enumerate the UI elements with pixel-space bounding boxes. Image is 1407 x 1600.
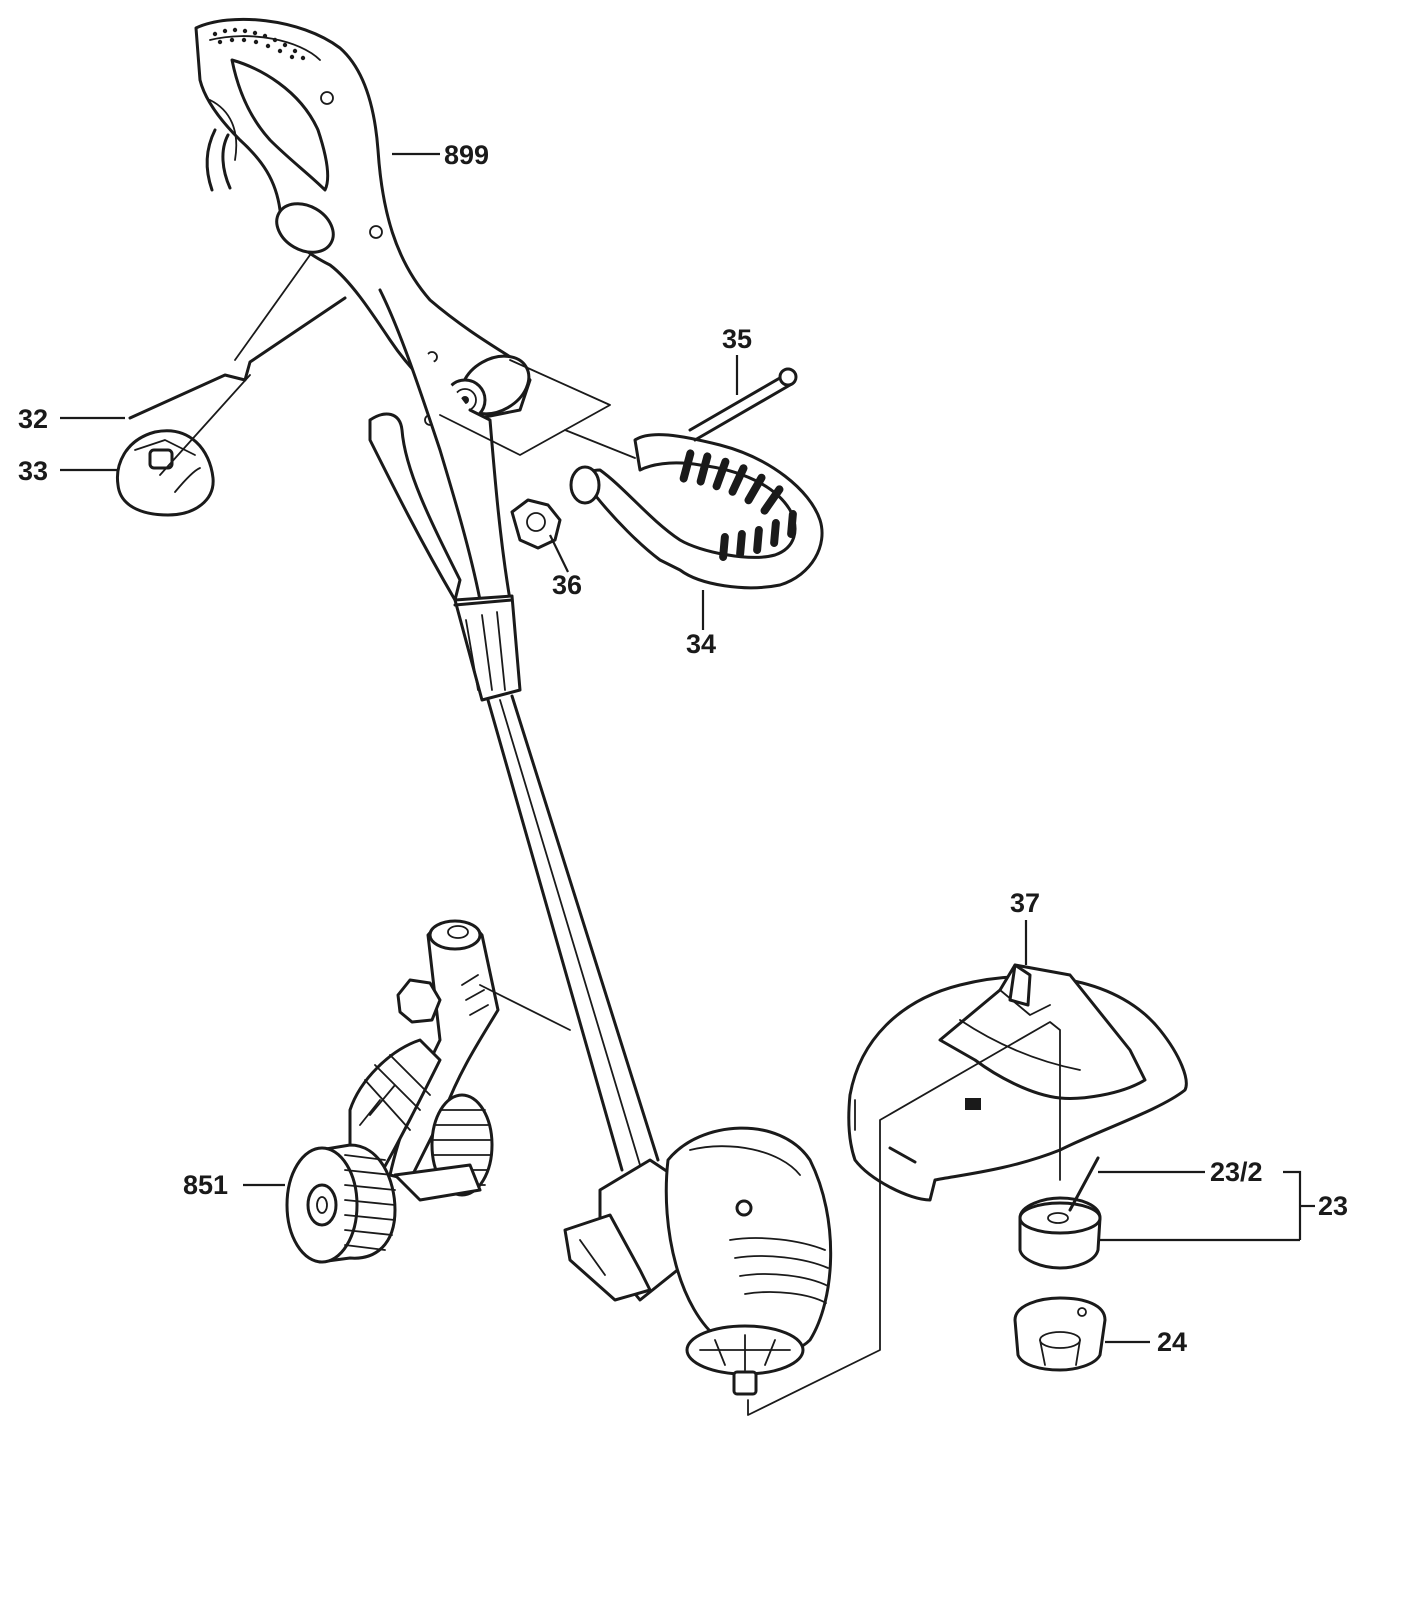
label-33: 33: [18, 456, 48, 486]
motor-head-drawing: [563, 1126, 833, 1396]
aux-handle-grip-ribs: [679, 449, 797, 561]
spool-drawing: [1013, 1156, 1107, 1372]
label-899: 899: [444, 140, 489, 170]
wheel-front: [285, 1143, 397, 1264]
label-851: 851: [183, 1170, 228, 1200]
main-handle-drawing: [194, 17, 532, 702]
label-34: 34: [686, 629, 716, 659]
wheel-kit-drawing: [285, 919, 500, 1264]
guard-drawing: [847, 963, 1188, 1202]
leader-lines: [60, 152, 1315, 1416]
aux-handle-drawing: [439, 359, 824, 590]
label-32: 32: [18, 404, 48, 434]
label-23: 23: [1318, 1191, 1348, 1221]
spring-clip-drawing: [115, 254, 347, 517]
label-35: 35: [722, 324, 752, 354]
label-23-2: 23/2: [1210, 1157, 1263, 1187]
label-36: 36: [552, 570, 582, 600]
shaft-drawing: [486, 694, 660, 1172]
vent-grille: [212, 27, 306, 61]
label-37: 37: [1010, 888, 1040, 918]
part-labels: 899 32 33 35 36 34 37 23/2 23 24 851: [18, 140, 1348, 1357]
label-24: 24: [1157, 1327, 1187, 1357]
